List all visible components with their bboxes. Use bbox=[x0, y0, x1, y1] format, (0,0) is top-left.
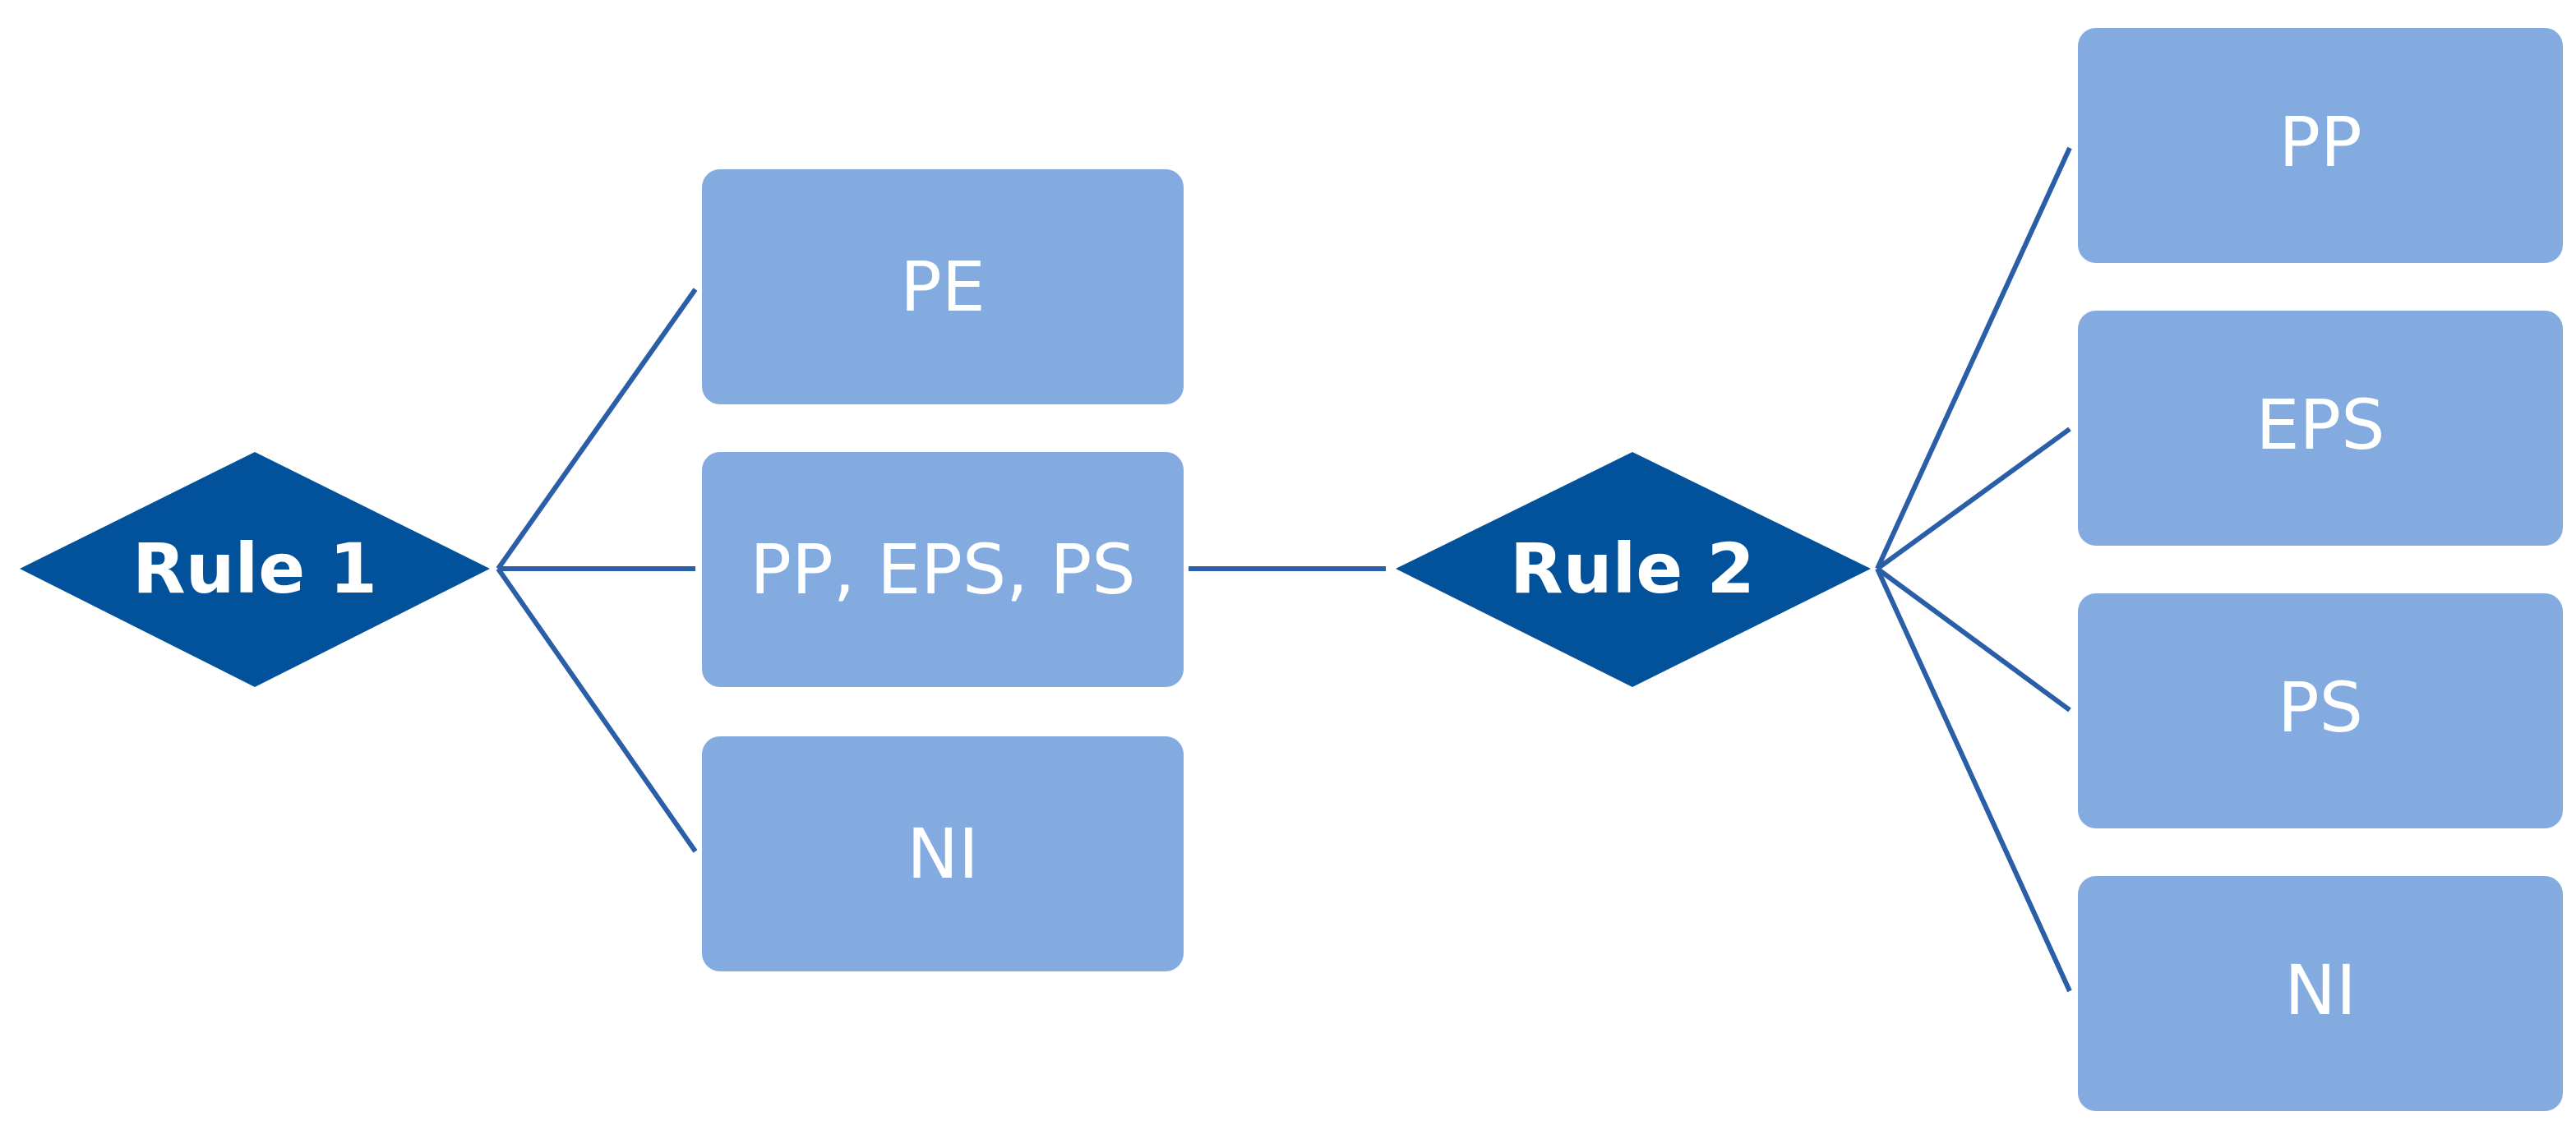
connector-rule2-ni bbox=[1875, 567, 2072, 993]
rule1-outcome-pe-label: PE bbox=[900, 247, 986, 327]
rule2-label: Rule 2 bbox=[1510, 528, 1755, 609]
rule1-label: Rule 1 bbox=[132, 528, 377, 609]
rule1-outcome-pe: PE bbox=[702, 169, 1184, 404]
rule2-connectors bbox=[1875, 146, 2072, 993]
rule1-outcome-pp-eps-ps-label: PP, EPS, PS bbox=[750, 529, 1135, 610]
rule2-outcome-ni-label: NI bbox=[2284, 950, 2357, 1031]
rule2-outcome-eps-label: EPS bbox=[2255, 385, 2384, 465]
connector-rule2-pp bbox=[1875, 146, 2072, 570]
connector-rule1-ni bbox=[496, 567, 698, 853]
connector-rule2-ps bbox=[1876, 566, 2071, 713]
rule2-outcome-pp-label: PP bbox=[2278, 102, 2361, 182]
rule2-outcome-eps: EPS bbox=[2078, 311, 2563, 546]
rule1-diamond: Rule 1 bbox=[20, 452, 490, 687]
rule2-diamond: Rule 2 bbox=[1396, 452, 1871, 687]
rule1-outcome-ni-label: NI bbox=[907, 814, 979, 894]
rule2-outcome-ps-label: PS bbox=[2278, 667, 2363, 748]
rule1-outcome-pp-eps-ps: PP, EPS, PS bbox=[702, 452, 1184, 687]
rule2-outcome-pp: PP bbox=[2078, 28, 2563, 263]
rule2-outcome-ni: NI bbox=[2078, 876, 2563, 1111]
rule1-connectors bbox=[496, 288, 698, 853]
connector-rule2-eps bbox=[1876, 427, 2071, 571]
rule2-outcome-ps: PS bbox=[2078, 593, 2563, 828]
rule1-outcome-ni: NI bbox=[702, 736, 1184, 971]
connector-rule1-pe bbox=[496, 288, 698, 570]
